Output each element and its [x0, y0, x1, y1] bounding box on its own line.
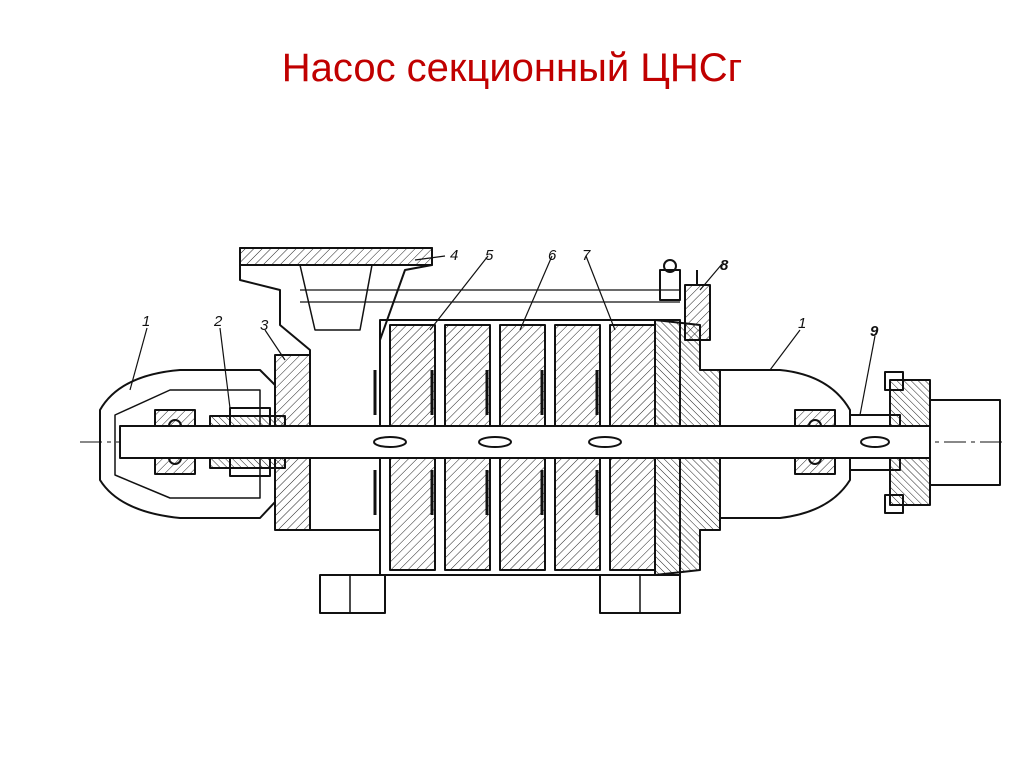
callout-4: 4 — [450, 247, 458, 264]
pump-shaft — [119, 425, 931, 459]
callout-9: 9 — [870, 323, 879, 340]
left-foot — [319, 574, 386, 614]
callout-1-right: 1 — [798, 315, 806, 332]
gauge-fitting — [659, 259, 711, 341]
callout-2: 2 — [213, 313, 223, 330]
pump-cross-section-drawing: 1 2 3 4 5 6 7 8 1 9 — [80, 247, 1005, 614]
leader-lines — [129, 255, 876, 416]
callout-7: 7 — [582, 247, 591, 264]
callout-3: 3 — [260, 317, 269, 334]
stage-sections — [373, 319, 681, 576]
callout-1-left: 1 — [142, 313, 150, 330]
slide-title: Насос секционный ЦНСг — [281, 46, 743, 90]
right-bearing-cover — [719, 369, 851, 519]
callout-5: 5 — [485, 247, 494, 264]
callout-8: 8 — [720, 257, 729, 274]
callout-6: 6 — [548, 247, 557, 264]
left-bearing-inner — [114, 389, 261, 499]
